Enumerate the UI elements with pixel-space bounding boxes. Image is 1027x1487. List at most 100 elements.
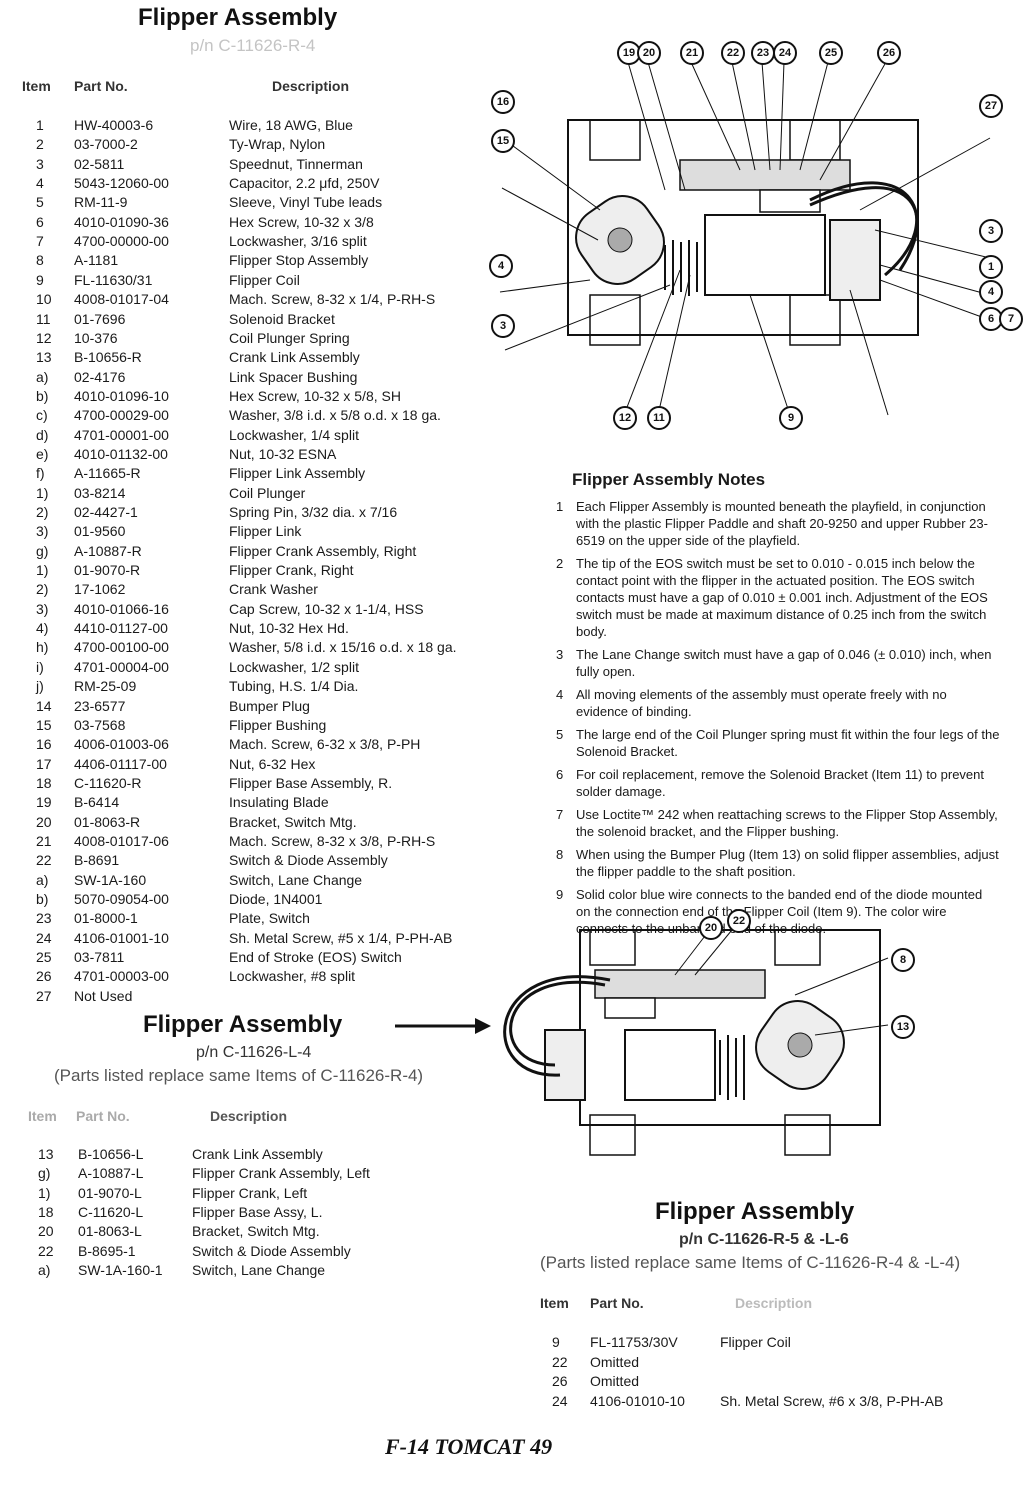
part-number: 4701-00001-00	[74, 426, 169, 443]
callout-number: 20	[637, 41, 661, 65]
item-number: 22	[38, 1242, 54, 1259]
part-number: 01-9070-R	[74, 562, 141, 579]
part-number: 01-8063-R	[74, 813, 141, 830]
part-description: Speednut, Tinnerman	[229, 155, 363, 172]
note-text: When using the Bumper Plug (Item 13) on …	[576, 847, 999, 879]
item-number: 6	[36, 213, 44, 230]
part-number: C-11620-R	[74, 774, 142, 791]
part-number: 4006-01003-06	[74, 736, 169, 753]
part-number: 4106-01010-10	[590, 1392, 685, 1409]
part-description: Nut, 10-32 ESNA	[229, 445, 337, 462]
part-description: Lockwasher, #8 split	[229, 968, 356, 985]
part-description: Switch & Diode Assembly	[192, 1242, 351, 1259]
r5-header-item: Item	[540, 1295, 569, 1311]
item-number: 21	[36, 832, 52, 849]
note-number: 4	[556, 687, 564, 702]
part-number: Omitted	[590, 1353, 640, 1370]
part-number: 03-7811	[74, 949, 125, 966]
part-description: Switch & Diode Assembly	[229, 852, 388, 869]
part-description: Mach. Screw, 8-32 x 1/4, P-RH-S	[229, 291, 436, 308]
callout-number: 22	[721, 41, 745, 65]
item-number: 24	[552, 1392, 568, 1409]
part-number: Not Used	[74, 987, 133, 1004]
callout-number: 8	[891, 948, 915, 972]
callout-number: 12	[613, 406, 637, 430]
part-description: Diode, 1N4001	[229, 891, 323, 907]
part-description: Flipper Crank Assembly, Left	[192, 1165, 370, 1182]
part-number: 5043-12060-00	[74, 175, 169, 192]
part-description: Crank Link Assembly	[192, 1146, 323, 1162]
note-number: 6	[556, 767, 564, 782]
item-number: 22	[36, 852, 52, 869]
part-number: 17-1062	[74, 581, 126, 598]
item-number: c)	[36, 407, 48, 424]
item-number: 4)	[36, 620, 49, 637]
item-number: g)	[36, 542, 49, 559]
part-number: FL-11630/31	[74, 271, 153, 288]
part-number: 01-9560	[74, 523, 126, 540]
part-description: Capacitor, 2.2 μfd, 250V	[229, 175, 380, 192]
lh-header-desc: Description	[210, 1108, 288, 1124]
item-number: 27	[36, 987, 52, 1004]
item-number: 15	[36, 716, 52, 733]
part-number: Omitted	[590, 1373, 640, 1389]
lh-replace-note: (Parts listed replace same Items of C-11…	[54, 1066, 424, 1085]
part-number: 4010-01132-00	[74, 445, 168, 462]
item-number: 1	[36, 117, 44, 133]
item-number: h)	[36, 639, 49, 656]
part-description: Lockwasher, 3/16 split	[229, 233, 367, 250]
part-description: Lockwasher, 1/2 split	[229, 658, 359, 675]
item-number: 5	[36, 194, 44, 211]
note-text: The Lane Change switch must have a gap o…	[576, 647, 992, 679]
part-description: Hex Screw, 10-32 x 5/8, SH	[229, 387, 401, 404]
part-number: B-6414	[74, 794, 120, 811]
item-number: g)	[38, 1165, 51, 1182]
callout-number: 3	[491, 314, 515, 338]
item-number: a)	[38, 1261, 51, 1278]
item-number: 13	[36, 349, 52, 366]
item-number: 26	[552, 1373, 568, 1389]
part-description: Flipper Bushing	[229, 716, 327, 733]
callout-number: 23	[751, 41, 775, 65]
item-number: 2	[36, 136, 44, 153]
part-number: 4008-01017-04	[74, 291, 169, 308]
callout-number: 26	[877, 41, 901, 65]
part-number: 10-376	[74, 329, 118, 346]
note-number: 8	[556, 847, 564, 862]
part-number: C-11620-L	[78, 1203, 144, 1220]
flipper-diagram-left	[495, 905, 915, 1165]
item-number: b)	[36, 891, 49, 907]
part-description: Sh. Metal Screw, #6 x 3/8, P-PH-AB	[720, 1392, 944, 1409]
note-text: The tip of the EOS switch must be set to…	[576, 556, 988, 639]
note-item: 8 When using the Bumper Plug (Item 13) on…	[552, 846, 1000, 880]
part-description: Coil Plunger	[229, 484, 306, 501]
note-number: 1	[556, 499, 564, 514]
part-description: Link Spacer Bushing	[229, 368, 358, 385]
part-description: Flipper Base Assembly, R.	[229, 774, 393, 791]
part-number: 01-8000-1	[74, 910, 138, 927]
part-number: 4008-01017-06	[74, 832, 169, 849]
part-description: Bracket, Switch Mtg.	[192, 1223, 320, 1240]
item-number: 3	[36, 155, 44, 172]
item-number: 18	[36, 774, 52, 791]
part-number: 4010-01090-36	[74, 213, 169, 230]
item-number: 17	[36, 755, 52, 772]
part-description: Spring Pin, 3/32 dia. x 7/16	[229, 504, 398, 520]
callout-number: 20	[699, 916, 723, 940]
item-number: i)	[36, 658, 44, 675]
item-number: 13	[38, 1146, 54, 1162]
part-number: HW-40003-6	[74, 117, 154, 133]
part-description: Bracket, Switch Mtg.	[229, 813, 357, 830]
part-description: Flipper Link Assembly	[229, 465, 366, 482]
part-number: 4700-00000-00	[74, 233, 169, 250]
part-description: Flipper Base Assy, L.	[192, 1203, 323, 1220]
part-description: Nut, 10-32 Hex Hd.	[229, 620, 349, 637]
part-description: Ty-Wrap, Nylon	[229, 136, 326, 153]
item-number: 7	[36, 233, 44, 250]
part-number: 4106-01001-10	[74, 929, 169, 946]
